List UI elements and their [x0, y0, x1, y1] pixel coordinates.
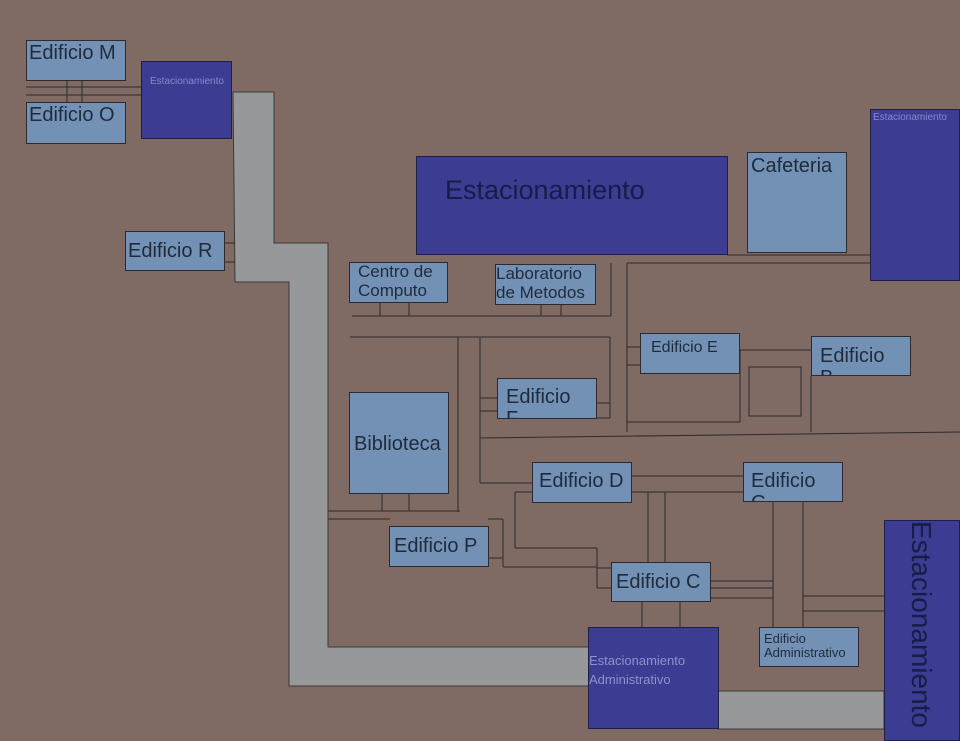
parking-main-label: Estacionamiento — [445, 175, 645, 205]
building-biblioteca[interactable]: Biblioteca — [349, 392, 449, 494]
building-edificio-g-label: Edificio G — [751, 470, 816, 501]
main-road — [232, 91, 885, 730]
building-edificio-g[interactable]: Edificio G — [743, 462, 843, 502]
building-edificio-f-label: Edificio F — [506, 386, 571, 419]
parking-right-bottom[interactable]: Estacionamiento — [884, 520, 960, 741]
parking-topleft[interactable]: Estacionamiento — [141, 61, 232, 139]
laboratorio-label-1: Laboratorio — [496, 264, 583, 283]
centro-computo-label-2: Computo — [358, 280, 427, 300]
administrativo-label-1: Edificio — [764, 631, 806, 646]
building-edificio-b-label: Edificio B — [820, 345, 885, 375]
building-edificio-b[interactable]: Edificio B — [811, 336, 911, 376]
building-cafeteria-label: Cafeteria — [751, 155, 833, 177]
parking-admin-label-2: Administrativo — [589, 672, 671, 687]
building-centro-de-computo[interactable]: Centro de Computo — [349, 262, 448, 303]
building-edificio-c-label: Edificio C — [616, 571, 701, 593]
laboratorio-label-2: de Metodos — [496, 282, 585, 302]
building-edificio-f[interactable]: Edificio F — [497, 378, 597, 419]
parking-topleft-label: Estacionamiento — [150, 76, 224, 87]
centro-computo-label-1: Centro de — [358, 262, 433, 281]
building-edificio-e-label: Edificio E — [651, 339, 718, 356]
building-cafeteria[interactable]: Cafeteria — [747, 152, 847, 253]
building-biblioteca-label: Biblioteca — [354, 433, 441, 455]
parking-right-bottom-label: Estacionamiento — [906, 521, 937, 729]
parking-admin-label-1: Estacionamiento — [589, 653, 686, 668]
parking-right-top[interactable]: Estacionamiento — [870, 109, 960, 281]
building-edificio-m[interactable]: Edificio M — [26, 40, 126, 81]
building-edificio-p[interactable]: Edificio P — [389, 526, 489, 567]
road-segment — [717, 690, 885, 730]
parking-administrativo[interactable]: Estacionamiento Administrativo — [588, 627, 719, 729]
building-edificio-p-label: Edificio P — [394, 535, 478, 557]
building-edificio-o[interactable]: Edificio O — [26, 102, 126, 144]
building-edificio-o-label: Edificio O — [29, 104, 115, 126]
building-edificio-r-label: Edificio R — [128, 240, 213, 262]
parking-right-top-label: Estacionamiento — [873, 112, 947, 123]
administrativo-label-2: Administrativo — [764, 645, 846, 661]
building-edificio-e[interactable]: Edificio E — [640, 333, 740, 374]
building-edificio-d-label: Edificio D — [539, 470, 624, 492]
building-edificio-c[interactable]: Edificio C — [611, 562, 711, 602]
building-edificio-administrativo[interactable]: Edificio Administrativo — [759, 627, 859, 667]
parking-main[interactable]: Estacionamiento — [416, 156, 728, 255]
plaza-outline — [748, 366, 802, 417]
building-edificio-r[interactable]: Edificio R — [125, 231, 225, 271]
building-edificio-m-label: Edificio M — [29, 42, 116, 64]
building-laboratorio-de-metodos[interactable]: Laboratorio de Metodos — [495, 264, 596, 305]
building-edificio-d[interactable]: Edificio D — [532, 462, 632, 503]
